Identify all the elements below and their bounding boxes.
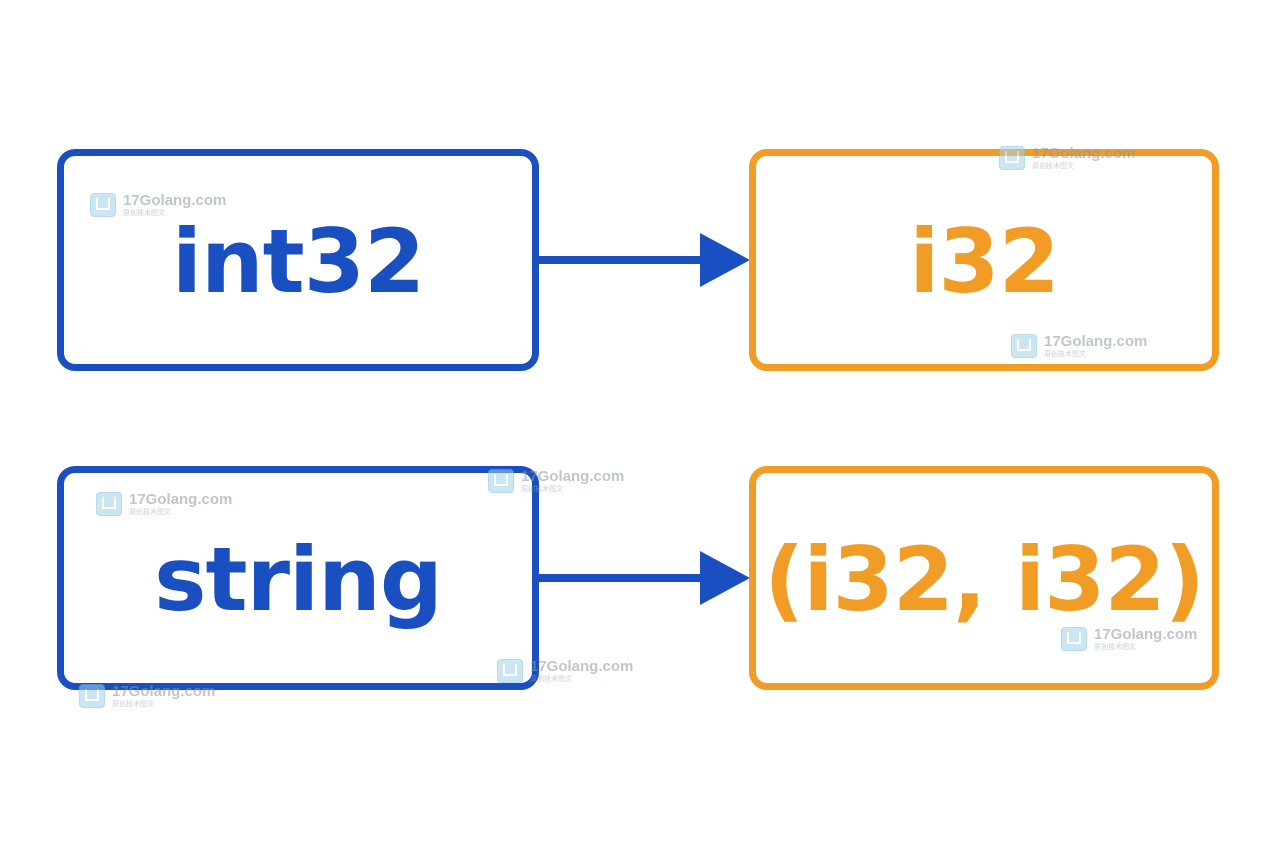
target-label-i32-tuple: (i32, i32) bbox=[764, 528, 1205, 631]
target-box-i32-tuple: (i32, i32) bbox=[749, 466, 1219, 690]
arrowhead-int32-icon bbox=[700, 233, 750, 287]
target-label-i32: i32 bbox=[909, 210, 1060, 313]
source-box-int32: int32 bbox=[57, 149, 539, 371]
source-box-string: string bbox=[57, 466, 539, 690]
source-label-string: string bbox=[154, 528, 443, 631]
arrowhead-string-icon bbox=[700, 551, 750, 605]
source-label-int32: int32 bbox=[171, 210, 425, 313]
target-box-i32: i32 bbox=[749, 149, 1219, 371]
